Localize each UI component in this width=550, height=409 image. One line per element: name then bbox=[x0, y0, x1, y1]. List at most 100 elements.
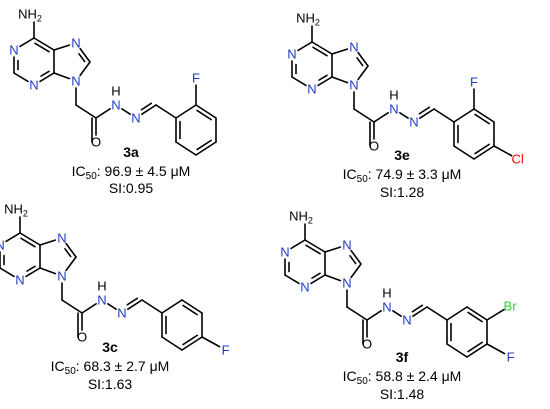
double-bond-aryl-b bbox=[196, 139, 212, 151]
compound-id-3e: 3e bbox=[394, 147, 410, 163]
bond-aryl-1 bbox=[161, 299, 183, 314]
atom-label-nh2: NH2 bbox=[18, 7, 42, 24]
bond-ch2-co bbox=[353, 108, 375, 123]
bond-ch2-co bbox=[346, 306, 368, 321]
bond-c5-c6 bbox=[311, 41, 333, 55]
double-bond-c5-c6 bbox=[305, 244, 321, 255]
ic50-3c: IC50: 68.3 ± 2.7 μM bbox=[51, 358, 170, 377]
bond-n9-c4 bbox=[324, 274, 342, 282]
atom-label-amide-h: H bbox=[389, 88, 398, 103]
atom-label-f: F bbox=[470, 75, 478, 90]
bond-c-nh bbox=[81, 303, 97, 314]
structure-layer: FNNNNNONHNH2FClNNNNNONHNH2FNNNNNONHNH2Br… bbox=[0, 7, 524, 365]
bond-aryl-1 bbox=[453, 108, 475, 123]
bond-aryl-5 bbox=[161, 336, 183, 351]
bond-n-ch bbox=[412, 306, 428, 317]
bond-n3-c4 bbox=[39, 72, 55, 83]
si-3a: SI:0.95 bbox=[109, 180, 154, 196]
bond-aryl-2 bbox=[195, 104, 217, 119]
bond-n-ch bbox=[141, 104, 157, 115]
ic50-3a: IC50: 96.9 ± 4.5 μM bbox=[72, 163, 191, 182]
si-3f: SI:1.48 bbox=[380, 386, 425, 402]
bond-aryl-4 bbox=[473, 145, 495, 160]
atom-label-n3: N bbox=[29, 78, 38, 93]
bond-c-nh bbox=[95, 108, 111, 119]
atom-label-n9: N bbox=[57, 269, 66, 284]
bond-n9-c4 bbox=[39, 267, 57, 275]
bond-n9-c4 bbox=[331, 76, 349, 84]
double-bond-aryl-a bbox=[196, 109, 212, 121]
atom-label-imine-n: N bbox=[131, 111, 140, 126]
bond-nh-n bbox=[399, 112, 409, 119]
atom-label-n7: N bbox=[71, 36, 80, 51]
atom-label-n7: N bbox=[342, 238, 351, 253]
bond-c8-n9 bbox=[350, 263, 362, 279]
bond-nh-n bbox=[121, 108, 131, 115]
bond-c5-c6 bbox=[33, 37, 55, 51]
double-bond-aryl-a bbox=[467, 311, 483, 323]
bond-n7-c8 bbox=[350, 249, 362, 265]
bond-n9-c4 bbox=[53, 72, 71, 80]
bond-c5-n7 bbox=[331, 48, 349, 55]
bond-c-nh bbox=[373, 112, 389, 123]
caption-layer: 3a IC50: 96.9 ± 4.5 μM SI:0.95 3e IC50: … bbox=[51, 144, 462, 402]
bond-c5-c6 bbox=[19, 232, 41, 246]
atom-label-n3: N bbox=[300, 280, 309, 295]
bond-n3-c4 bbox=[317, 76, 333, 87]
bond-aryl-5 bbox=[175, 141, 197, 156]
bond-ch2-co bbox=[75, 104, 97, 119]
double-bond-aryl-b bbox=[182, 334, 198, 346]
double-bond-n-ch bbox=[126, 297, 139, 306]
bond-ch-aryl bbox=[426, 306, 448, 321]
compound-id-3f: 3f bbox=[396, 349, 409, 365]
bond-aryl-4 bbox=[181, 336, 203, 351]
atom-label-o: O bbox=[77, 330, 87, 345]
double-bond-n3-c4 bbox=[311, 272, 321, 279]
atom-label-imine-n: N bbox=[409, 115, 418, 130]
double-bond-n7-c8 bbox=[64, 248, 72, 258]
atom-label-f: F bbox=[507, 350, 515, 365]
atom-label-f: F bbox=[222, 343, 230, 358]
double-bond-c5-c6 bbox=[312, 46, 328, 57]
bond-aryl-2 bbox=[473, 108, 495, 123]
double-bond-n-ch bbox=[418, 106, 431, 115]
bond-nh-n bbox=[392, 310, 402, 317]
bond-c2-n3 bbox=[13, 72, 29, 83]
atom-label-n9: N bbox=[71, 74, 80, 89]
double-bond-n7-c8 bbox=[356, 57, 364, 67]
atom-label-nh2: NH2 bbox=[296, 11, 320, 28]
double-bond-c5-c6 bbox=[34, 42, 50, 53]
bond-aryl-1 bbox=[446, 306, 468, 321]
atom-label-amide-n: N bbox=[382, 300, 391, 315]
compound-id-3a: 3a bbox=[123, 144, 139, 160]
atom-label-n1: N bbox=[9, 43, 18, 58]
atom-label-n3: N bbox=[15, 273, 24, 288]
double-bond-n3-c4 bbox=[40, 70, 50, 77]
atom-label-f: F bbox=[192, 71, 200, 86]
bond-c2-n3 bbox=[284, 274, 300, 285]
bond-aryl-2 bbox=[466, 306, 488, 321]
atom-label-n1: N bbox=[287, 47, 296, 62]
double-bond-aryl-b bbox=[467, 341, 483, 353]
double-bond-n3-c4 bbox=[26, 265, 36, 272]
atom-label-o: O bbox=[369, 139, 379, 154]
double-bond-aryl-a bbox=[182, 304, 198, 316]
bond-ch-aryl bbox=[141, 299, 163, 314]
si-3c: SI:1.63 bbox=[88, 376, 133, 392]
bond-c5-n7 bbox=[39, 239, 57, 246]
bond-c8-n9 bbox=[79, 61, 91, 77]
si-3e: SI:1.28 bbox=[380, 184, 425, 200]
bond-aryl-5 bbox=[446, 343, 468, 358]
compound-id-3c: 3c bbox=[102, 339, 118, 355]
bond-n-ch bbox=[127, 299, 143, 310]
atom-label-n9: N bbox=[349, 78, 358, 93]
bond-aryl-2 bbox=[181, 299, 203, 314]
atom-label-n7: N bbox=[57, 231, 66, 246]
bond-aryl-4 bbox=[195, 141, 217, 156]
atom-label-amide-h: H bbox=[111, 84, 120, 99]
bond-substituent-br bbox=[486, 308, 505, 321]
